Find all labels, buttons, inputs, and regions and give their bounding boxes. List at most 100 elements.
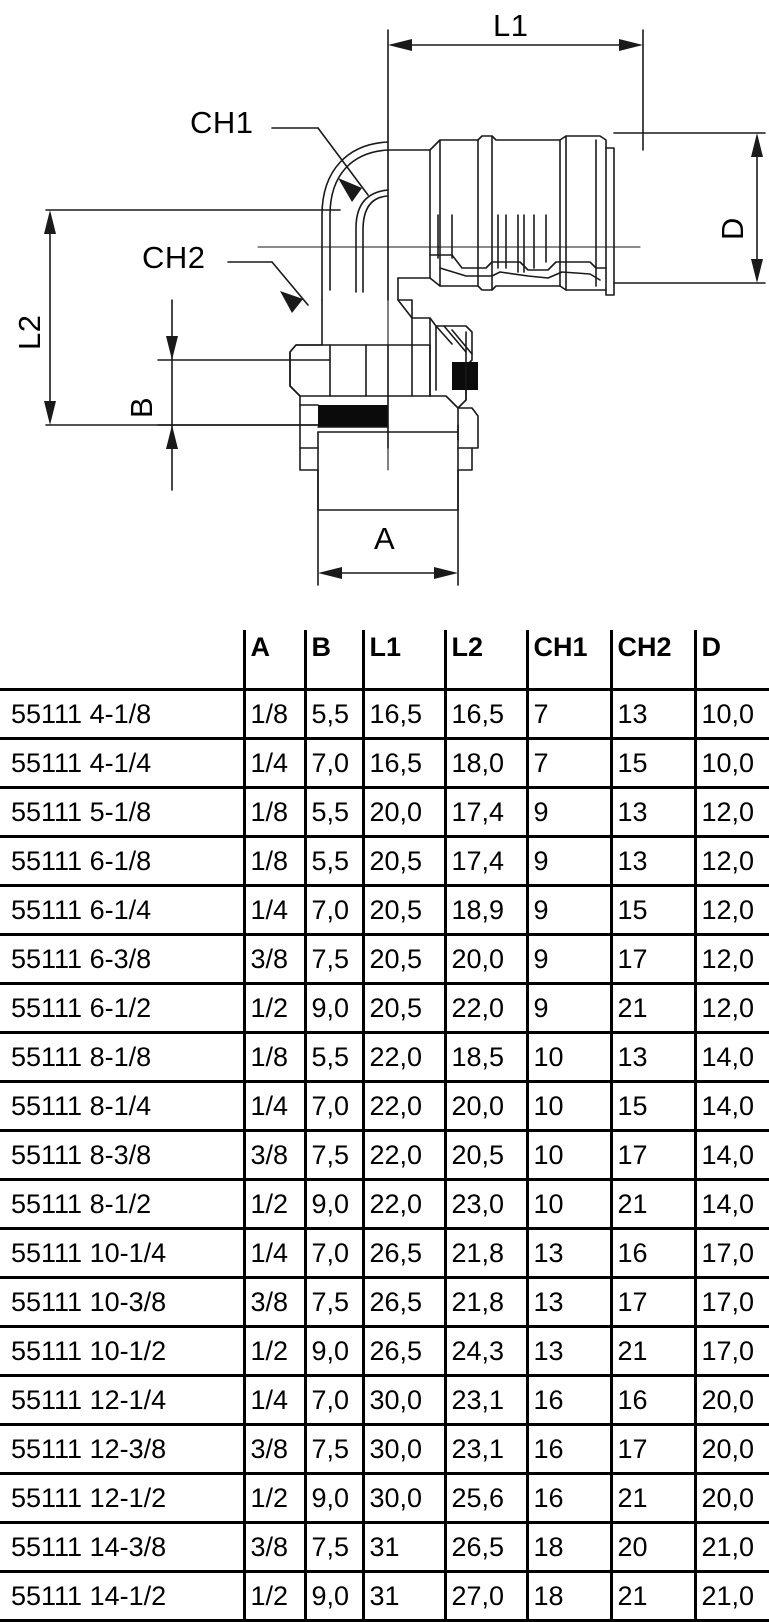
cell-a: 3/8	[242, 1521, 305, 1572]
cell-l1: 20,5	[361, 982, 445, 1033]
header-ch1: CH1	[525, 630, 611, 690]
cell-ch2: 17	[609, 933, 695, 984]
dimension-label-d: D	[715, 217, 750, 240]
cell-l2: 23,0	[443, 1178, 527, 1229]
cell-d: 17,0	[693, 1276, 769, 1327]
a-arrow-right	[434, 567, 458, 579]
cell-l1: 22,0	[361, 1080, 445, 1131]
l1-arrow-left	[388, 39, 412, 51]
cell-l2: 23,1	[443, 1374, 527, 1425]
cell-a: 1/2	[242, 1472, 305, 1523]
cell-b: 7,5	[303, 1129, 363, 1180]
cell-ch2: 15	[609, 884, 695, 935]
cell-b: 9,0	[303, 1178, 363, 1229]
cell-ch2: 15	[609, 737, 695, 788]
cell-l1: 26,5	[361, 1325, 445, 1376]
cell-b: 7,0	[303, 884, 363, 935]
part-number-cell: 55111 6-1/8	[0, 835, 244, 886]
cell-ch2: 15	[609, 1080, 695, 1131]
cell-ch2: 21	[609, 1570, 695, 1622]
ch1-leader-arrow	[338, 178, 362, 202]
part-number-cell: 55111 6-1/4	[0, 884, 244, 935]
technical-drawing: L1 D L2 B A CH1 CH2	[0, 0, 769, 620]
part-number-cell: 55111 8-1/8	[0, 1031, 244, 1082]
cell-a: 1/4	[242, 737, 305, 788]
cell-a: 1/8	[242, 688, 305, 739]
cell-ch1: 10	[525, 1129, 611, 1180]
cell-l2: 21,8	[443, 1276, 527, 1327]
hex-nut-outline	[289, 344, 431, 397]
cell-b: 7,5	[303, 1276, 363, 1327]
header-l1: L1	[361, 630, 445, 690]
cell-b: 7,5	[303, 1423, 363, 1474]
ch2-leader-slant	[271, 261, 309, 306]
cell-ch1: 9	[525, 786, 611, 837]
cell-l2: 20,0	[443, 933, 527, 984]
cell-l1: 31	[361, 1570, 445, 1622]
cell-b: 7,0	[303, 1374, 363, 1425]
l2-arrow-top	[44, 210, 56, 234]
part-number-cell: 55111 8-3/8	[0, 1129, 244, 1180]
cell-b: 5,5	[303, 688, 363, 739]
cell-ch1: 16	[525, 1472, 611, 1523]
part-number-cell: 55111 10-1/4	[0, 1227, 244, 1278]
cell-a: 1/8	[242, 835, 305, 886]
cell-b: 7,0	[303, 1080, 363, 1131]
cell-a: 1/4	[242, 1227, 305, 1278]
cell-ch1: 9	[525, 982, 611, 1033]
cell-b: 9,0	[303, 1570, 363, 1622]
cell-ch2: 21	[609, 1472, 695, 1523]
cell-d: 14,0	[693, 1129, 769, 1180]
part-number-cell: 55111 14-3/8	[0, 1521, 244, 1572]
part-number-cell: 55111 10-1/2	[0, 1325, 244, 1376]
part-number-cell: 55111 14-1/2	[0, 1570, 244, 1622]
hatch-detail-2	[435, 325, 453, 345]
cell-l1: 31	[361, 1521, 445, 1572]
b-arrow-top	[166, 336, 178, 360]
cell-ch1: 13	[525, 1276, 611, 1327]
cell-b: 9,0	[303, 1472, 363, 1523]
male-thread-outline	[299, 447, 473, 511]
cell-b: 7,5	[303, 1521, 363, 1572]
cell-ch2: 21	[609, 1178, 695, 1229]
cell-a: 3/8	[242, 1423, 305, 1474]
dimension-label-b: B	[124, 396, 159, 418]
part-number-cell: 55111 6-1/2	[0, 982, 244, 1033]
cell-l1: 22,0	[361, 1178, 445, 1229]
header-d: D	[693, 630, 769, 690]
inner-chamber-contour-2	[439, 267, 601, 281]
cell-l2: 18,9	[443, 884, 527, 935]
cell-l1: 30,0	[361, 1423, 445, 1474]
cell-l1: 30,0	[361, 1472, 445, 1523]
cell-ch1: 13	[525, 1227, 611, 1278]
cell-ch1: 10	[525, 1178, 611, 1229]
cell-ch2: 20	[609, 1521, 695, 1572]
cell-ch2: 17	[609, 1129, 695, 1180]
cell-l2: 26,5	[443, 1521, 527, 1572]
cell-a: 1/2	[242, 982, 305, 1033]
sealant-band-right	[452, 362, 478, 390]
header-b: B	[303, 630, 363, 690]
cell-l2: 23,1	[443, 1423, 527, 1474]
part-number-cell: 55111 6-3/8	[0, 933, 244, 984]
cell-a: 1/8	[242, 1031, 305, 1082]
header-a: A	[242, 630, 305, 690]
hatch-detail-1	[397, 299, 413, 319]
dimension-label-ch1: CH1	[190, 105, 254, 140]
cell-l2: 24,3	[443, 1325, 527, 1376]
hatch-detail-3	[443, 325, 467, 353]
cell-d: 12,0	[693, 982, 769, 1033]
part-number-cell: 55111 12-1/2	[0, 1472, 244, 1523]
cell-ch1: 13	[525, 1325, 611, 1376]
cell-l2: 22,0	[443, 982, 527, 1033]
